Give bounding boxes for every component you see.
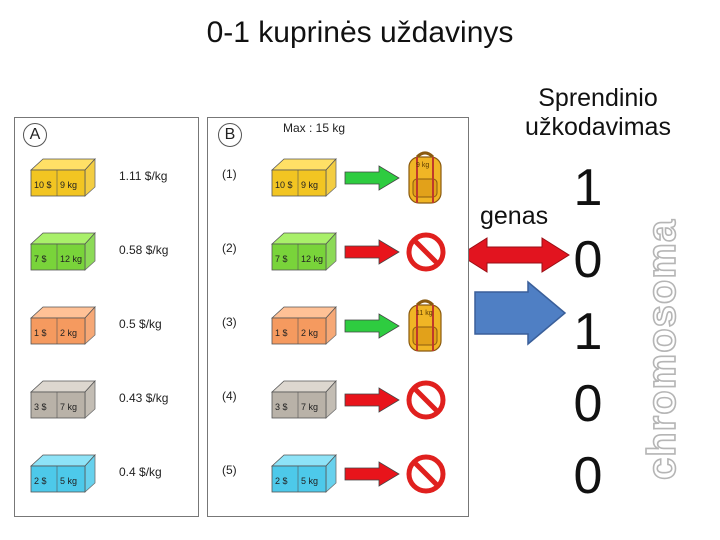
- gene-double-arrow: [457, 235, 572, 275]
- chromosome-bit: 0: [568, 374, 608, 434]
- row-index: (1): [222, 167, 237, 181]
- backpack-weight: 11 kg: [416, 310, 433, 317]
- item-price: 2 $: [34, 476, 47, 486]
- item-box: 3 $ 7 kg: [29, 378, 99, 425]
- row-index: (4): [222, 389, 237, 403]
- item-price: 10 $: [34, 180, 52, 190]
- row-index: (5): [222, 463, 237, 477]
- item-weight: 12 kg: [301, 254, 323, 264]
- backpack-icon: 9 kg: [403, 149, 447, 207]
- item-box: 10 $ 9 kg: [270, 156, 340, 203]
- item-weight: 9 kg: [60, 180, 77, 190]
- item-weight: 2 kg: [301, 328, 318, 338]
- chromosome-label: chromosoma: [640, 219, 684, 480]
- item-value-ratio: 1.11 $/kg: [119, 169, 167, 183]
- item-value-ratio: 0.58 $/kg: [119, 243, 168, 257]
- no-sign-icon: [405, 379, 447, 421]
- item-price: 7 $: [275, 254, 288, 264]
- exclude-arrow: [343, 387, 401, 413]
- include-arrow: [343, 165, 401, 191]
- exclude-arrow: [343, 461, 401, 487]
- panel-a-letter: A: [23, 123, 47, 147]
- item-weight: 2 kg: [60, 328, 77, 338]
- item-box: 1 $ 2 kg: [29, 304, 99, 351]
- item-price: 10 $: [275, 180, 293, 190]
- item-weight: 7 kg: [60, 402, 77, 412]
- item-value-ratio: 0.4 $/kg: [119, 465, 162, 479]
- backpack-weight: 9 kg: [416, 162, 429, 169]
- item-box: 2 $ 5 kg: [270, 452, 340, 499]
- item-box: 2 $ 5 kg: [29, 452, 99, 499]
- item-value-ratio: 0.43 $/kg: [119, 391, 168, 405]
- chromosome-bit: 1: [568, 302, 608, 362]
- chromosome-bit: 1: [568, 158, 608, 218]
- item-weight: 9 kg: [301, 180, 318, 190]
- item-box: 7 $ 12 kg: [270, 230, 340, 277]
- item-weight: 5 kg: [301, 476, 318, 486]
- no-sign-icon: [405, 231, 447, 273]
- gene-label: genas: [480, 202, 548, 231]
- panel-b-letter: B: [218, 123, 242, 147]
- item-price: 1 $: [34, 328, 47, 338]
- solution-encoding-label: Sprendinio užkodavimas: [498, 84, 698, 142]
- item-price: 1 $: [275, 328, 288, 338]
- item-box: 10 $ 9 kg: [29, 156, 99, 203]
- row-index: (2): [222, 241, 237, 255]
- panel-a: A 10 $ 9 kg 1.11 $/kg 7 $ 12 kg 0.58 $/kg 1 $ 2…: [14, 117, 199, 517]
- backpack-icon: 11 kg: [403, 297, 447, 355]
- chromosome-label-graphic: chromosoma: [600, 175, 710, 485]
- item-value-ratio: 0.5 $/kg: [119, 317, 162, 331]
- item-box: 1 $ 2 kg: [270, 304, 340, 351]
- item-price: 3 $: [275, 402, 288, 412]
- item-box: 7 $ 12 kg: [29, 230, 99, 277]
- item-box: 3 $ 7 kg: [270, 378, 340, 425]
- item-price: 2 $: [275, 476, 288, 486]
- item-weight: 7 kg: [301, 402, 318, 412]
- item-price: 7 $: [34, 254, 47, 264]
- include-arrow: [343, 313, 401, 339]
- chromosome-bit: 0: [568, 230, 608, 290]
- exclude-arrow: [343, 239, 401, 265]
- row-index: (3): [222, 315, 237, 329]
- chromosome-bit: 0: [568, 446, 608, 506]
- item-weight: 12 kg: [60, 254, 82, 264]
- panel-b: B Max : 15 kg (1) 10 $ 9 kg 9 kg (2) 7 $ 12 kg…: [207, 117, 469, 517]
- item-price: 3 $: [34, 402, 47, 412]
- max-capacity-label: Max : 15 kg: [283, 121, 345, 135]
- no-sign-icon: [405, 453, 447, 495]
- slide-title: 0-1 kuprinės uždavinys: [0, 16, 720, 50]
- item-weight: 5 kg: [60, 476, 77, 486]
- chromosome-pointer-arrow: [472, 280, 568, 346]
